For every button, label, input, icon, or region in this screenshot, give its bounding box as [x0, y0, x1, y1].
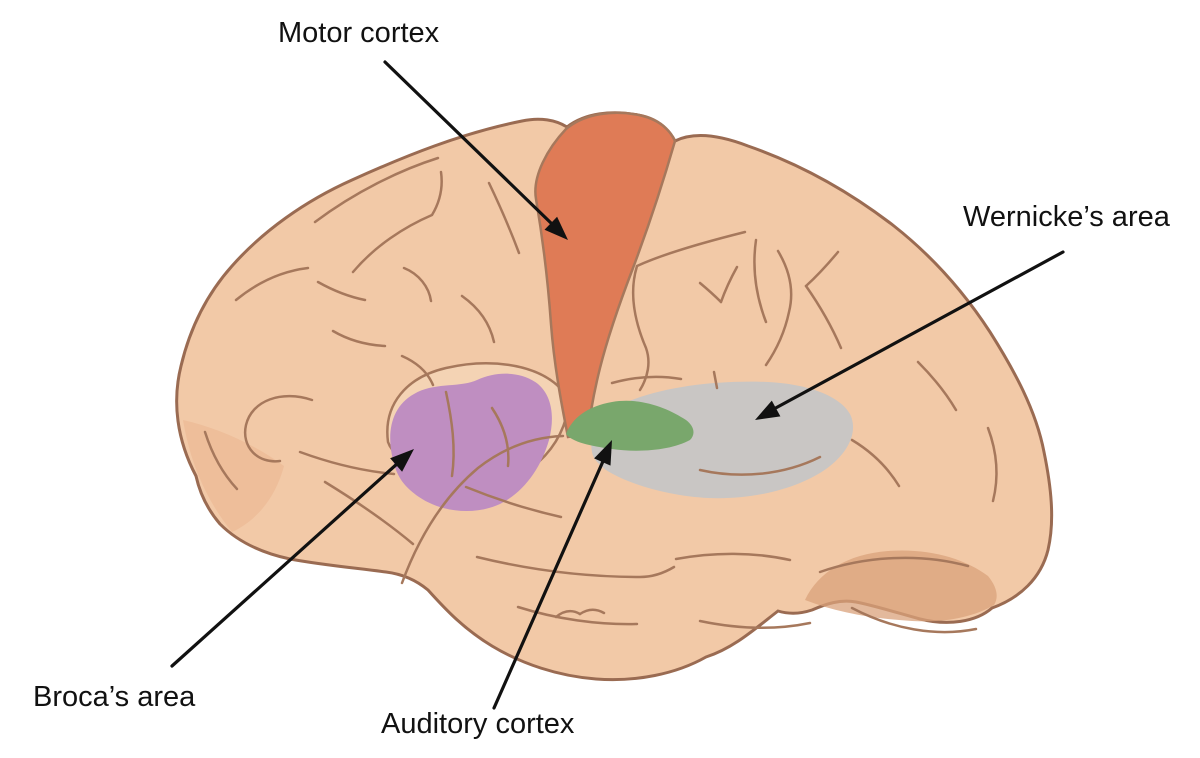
motor-cortex-label: Motor cortex — [278, 17, 440, 49]
auditory-cortex-label: Auditory cortex — [381, 708, 575, 740]
motor-arrowhead-icon — [544, 216, 568, 240]
auditory-arrow — [492, 440, 612, 710]
broca-arrowhead-icon — [390, 449, 414, 472]
motor-cortex-region — [534, 111, 677, 439]
wernicke-arrow — [755, 250, 1065, 420]
motor-cortex-arrow — [383, 60, 568, 240]
broca-arrow — [170, 449, 414, 668]
brocas-area-label: Broca’s area — [33, 681, 196, 713]
frontal-underside-shading — [183, 420, 284, 532]
wernickes-area-label: Wernicke’s area — [963, 201, 1170, 233]
brain-outline — [175, 111, 1054, 682]
brocas-area-region — [390, 373, 552, 512]
occipital-shading-patch — [805, 550, 997, 622]
auditory-arrowhead-icon — [594, 440, 612, 466]
wernicke-arrowhead-icon — [755, 400, 781, 420]
auditory-cortex-region — [566, 400, 694, 451]
sulci-lines — [203, 156, 998, 634]
